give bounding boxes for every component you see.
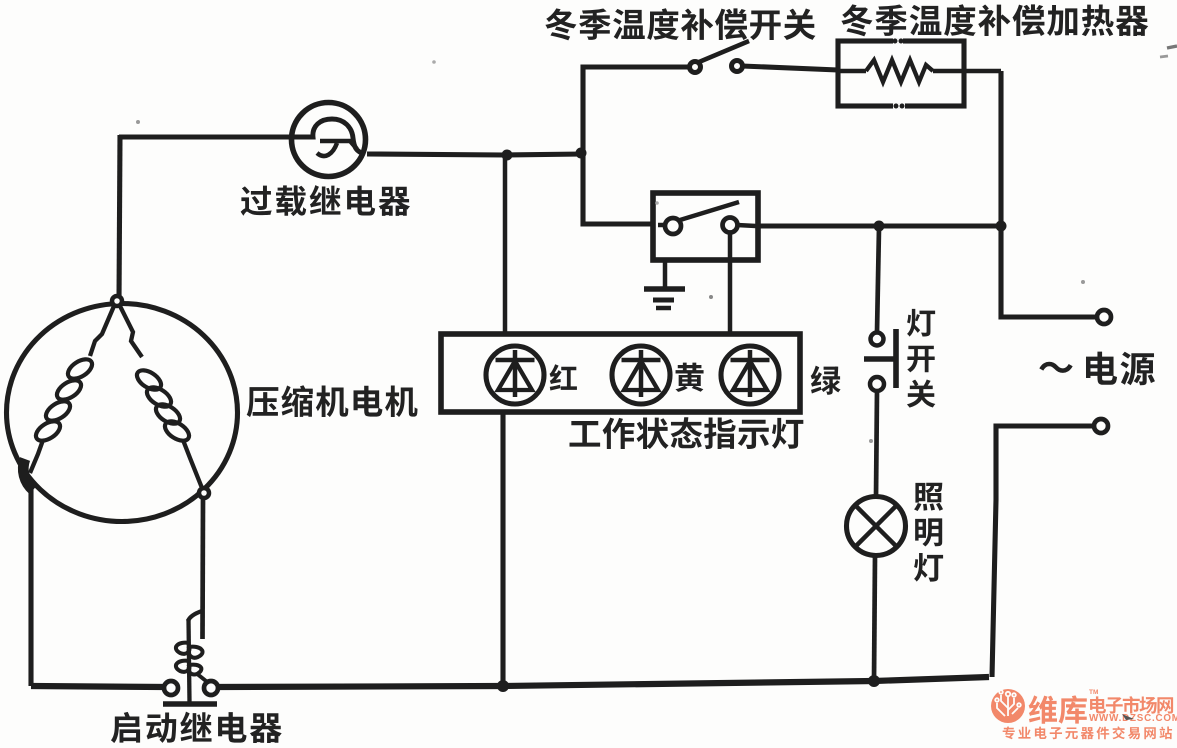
svg-text:WWW.DZSC.COM: WWW.DZSC.COM — [1089, 713, 1177, 724]
svg-text:TM: TM — [1089, 689, 1098, 696]
